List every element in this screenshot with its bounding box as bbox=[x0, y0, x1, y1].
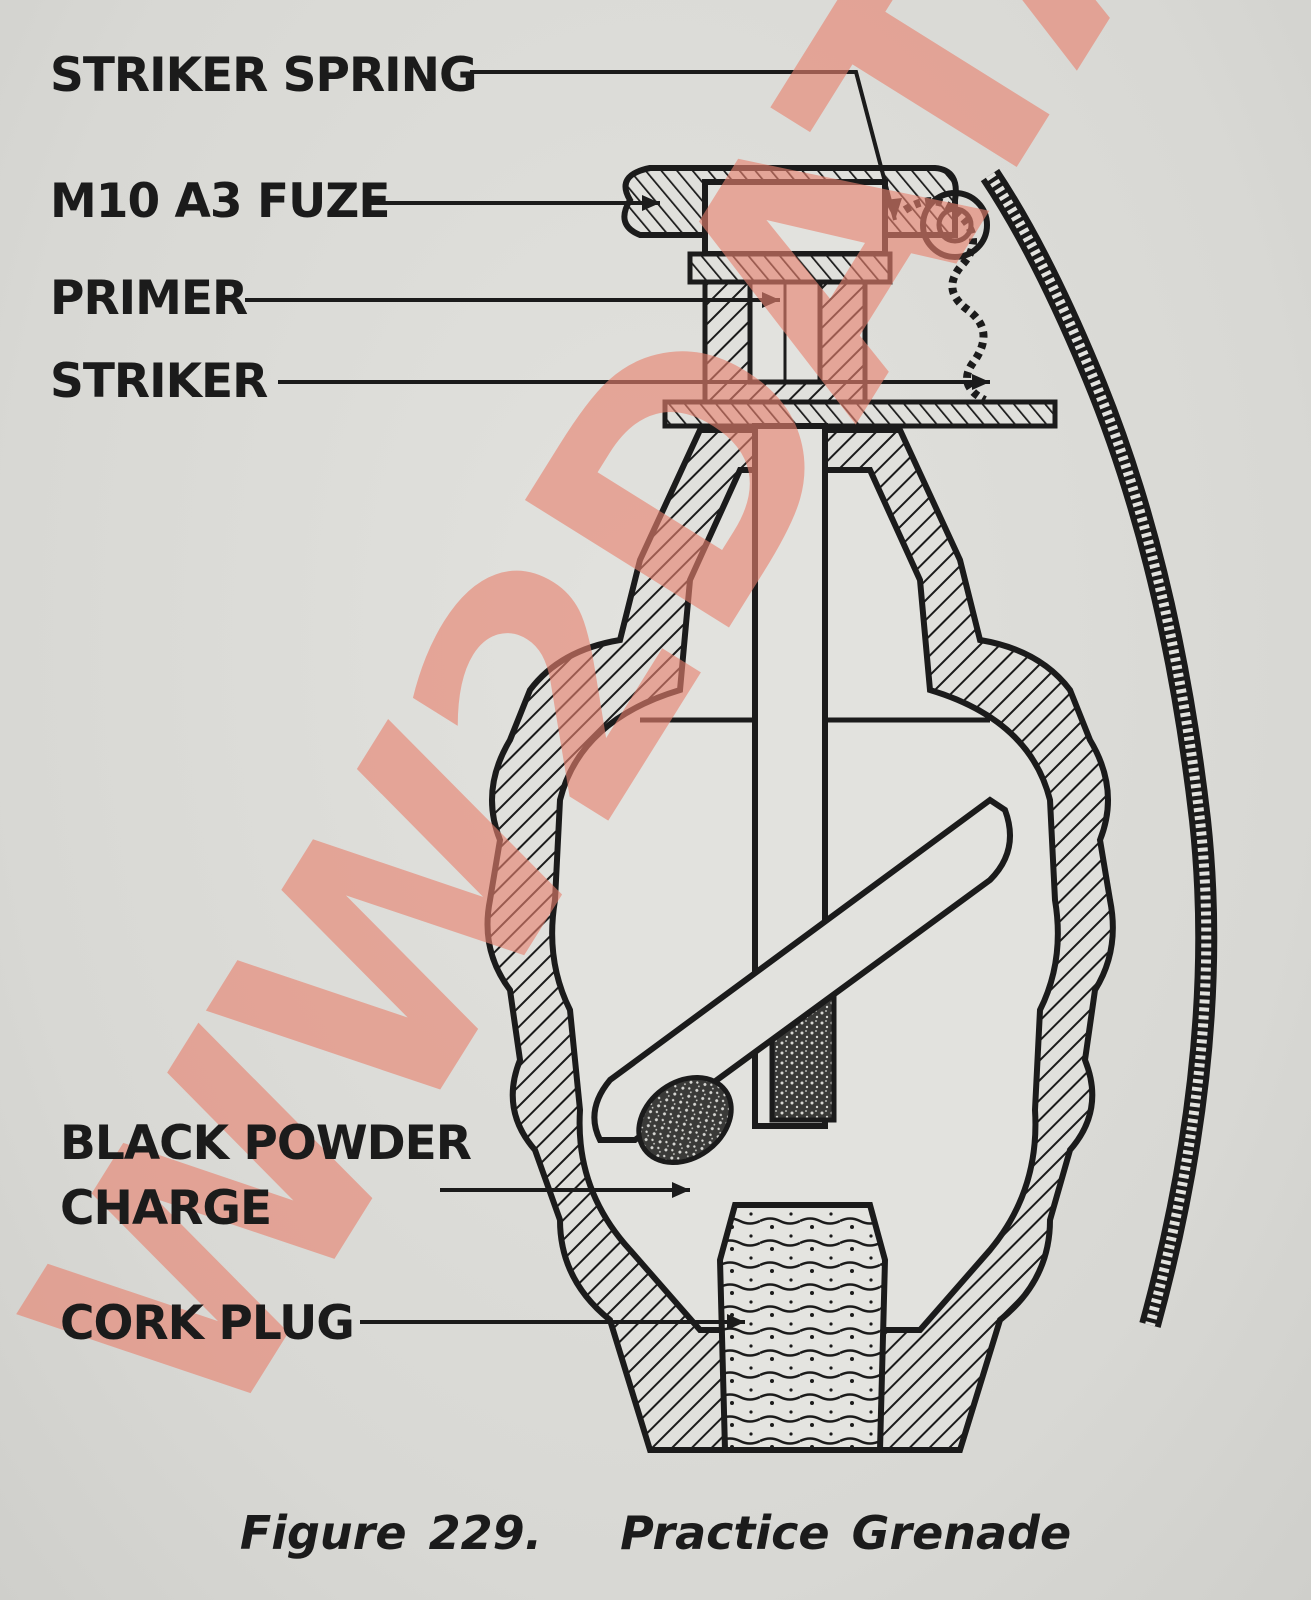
label-primer: PRIMER bbox=[50, 271, 248, 326]
label-cork-plug: CORK PLUG bbox=[60, 1296, 355, 1351]
black-powder-charge-part bbox=[591, 796, 1013, 1166]
label-striker: STRIKER bbox=[50, 354, 268, 409]
label-black-powder-line2: CHARGE bbox=[60, 1181, 272, 1236]
safety-lever bbox=[980, 168, 1218, 1328]
figure-number: Figure 229. bbox=[239, 1506, 543, 1560]
leader-striker-spring bbox=[470, 70, 897, 221]
label-striker-spring: STRIKER SPRING bbox=[50, 48, 478, 103]
label-black-powder-line1: BLACK POWDER bbox=[60, 1116, 472, 1171]
fuze-assembly bbox=[621, 165, 1058, 429]
cork-plug-part bbox=[716, 1202, 889, 1453]
striker-part bbox=[662, 399, 1058, 429]
label-fuze: M10 A3 FUZE bbox=[50, 174, 390, 229]
figure-caption: Figure 229. Practice Grenade bbox=[0, 1506, 1311, 1560]
figure-title: Practice Grenade bbox=[620, 1506, 1072, 1560]
leader-lines bbox=[245, 70, 990, 1324]
